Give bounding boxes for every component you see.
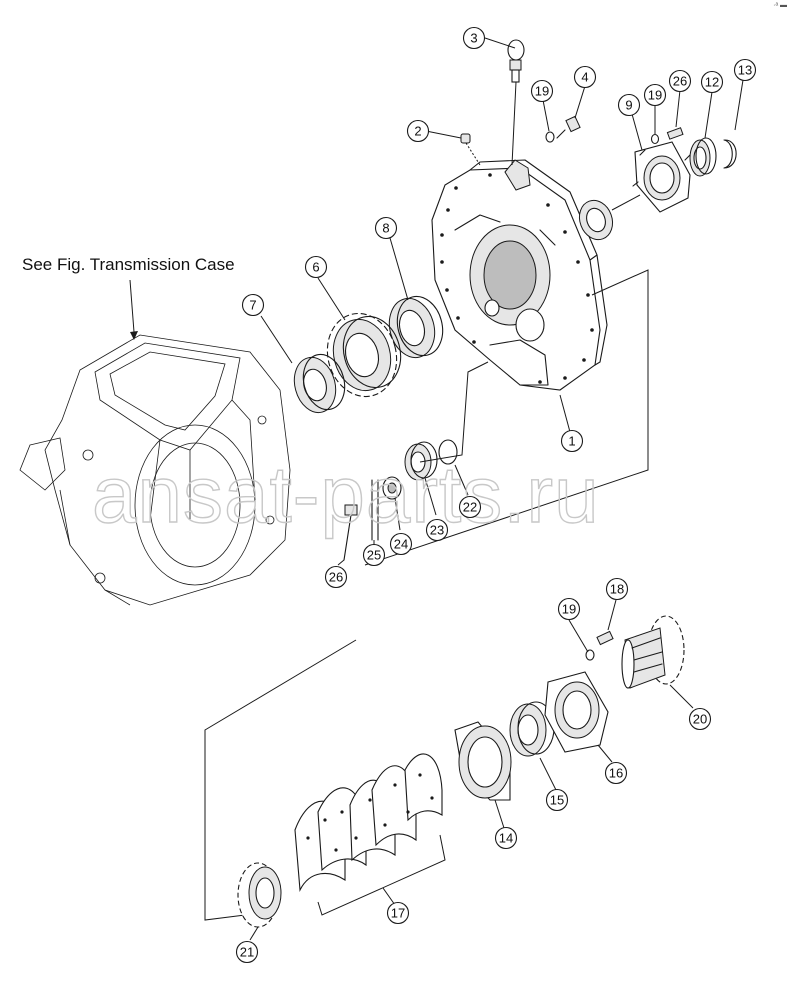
svg-text:19: 19 <box>648 88 662 103</box>
dowel-pin <box>460 133 481 166</box>
svg-text:16: 16 <box>609 766 623 781</box>
seal-retainer <box>578 194 641 241</box>
callout-14: 14 <box>494 826 518 850</box>
retainer-plate <box>544 671 609 753</box>
bolt-26-top <box>650 127 684 145</box>
svg-text:1: 1 <box>568 434 575 449</box>
callout-19-c: 19 <box>557 597 581 621</box>
svg-text:24: 24 <box>394 537 408 552</box>
svg-text:19: 19 <box>562 602 576 617</box>
callout-22: 22 <box>458 495 482 519</box>
svg-text:26: 26 <box>673 74 687 89</box>
svg-text:13: 13 <box>738 63 752 78</box>
bearing-housing <box>632 141 691 213</box>
svg-text:26: 26 <box>329 570 343 585</box>
callout-9: 9 <box>617 93 641 117</box>
svg-text:19: 19 <box>535 84 549 99</box>
bearing-7 <box>293 353 346 414</box>
callout-26-a: 26 <box>668 69 692 93</box>
nut-24 <box>382 476 402 500</box>
corner-mark: ·ᵃ ▬ <box>773 2 787 9</box>
piston-housing <box>454 721 512 801</box>
reference-leader <box>129 279 135 333</box>
svg-text:20: 20 <box>693 712 707 727</box>
callout-4: 4 <box>573 65 597 89</box>
assembly-leader-lower <box>204 639 357 921</box>
svg-text:23: 23 <box>430 523 444 538</box>
callout-1: 1 <box>560 429 584 453</box>
svg-text:9: 9 <box>625 98 632 113</box>
callout-24: 24 <box>389 532 413 556</box>
bearing-23 <box>404 441 438 481</box>
reference-label: See Fig. Transmission Case <box>22 255 235 274</box>
callout-13: 13 <box>733 58 757 82</box>
bearing-8 <box>388 295 444 359</box>
svg-text:2: 2 <box>414 124 421 139</box>
bolt-26-lower <box>343 504 358 561</box>
callout-16: 16 <box>604 761 628 785</box>
eye-bolt <box>507 39 525 166</box>
callout-23: 23 <box>425 518 449 542</box>
svg-text:25: 25 <box>367 548 381 563</box>
svg-text:18: 18 <box>610 582 624 597</box>
callout-19-b: 19 <box>643 83 667 107</box>
callout-26-b: 26 <box>324 565 348 589</box>
callout-6: 6 <box>304 255 328 279</box>
bolt-18 <box>585 630 614 661</box>
callout-21: 21 <box>235 940 259 964</box>
callout-20: 20 <box>688 707 712 731</box>
reference-arrowhead <box>130 331 138 340</box>
callout-8: 8 <box>374 216 398 240</box>
svg-text:14: 14 <box>499 831 513 846</box>
svg-text:21: 21 <box>240 945 254 960</box>
callout-15: 15 <box>545 788 569 812</box>
svg-text:7: 7 <box>249 298 256 313</box>
callout-12: 12 <box>700 70 724 94</box>
assembly-leader-upper <box>364 269 649 566</box>
callout-18: 18 <box>605 577 629 601</box>
svg-text:6: 6 <box>312 260 319 275</box>
svg-text:17: 17 <box>391 906 405 921</box>
callout-3: 3 <box>462 26 486 50</box>
callout-17: 17 <box>386 901 410 925</box>
svg-text:4: 4 <box>581 70 588 85</box>
gear-shaft-20 <box>621 615 685 689</box>
svg-text:22: 22 <box>463 500 477 515</box>
callout-25: 25 <box>362 543 386 567</box>
callout-leaders <box>249 37 744 941</box>
watermark: ansat-parts.ru <box>92 450 600 539</box>
gear-21 <box>237 862 282 928</box>
svg-text:8: 8 <box>382 221 389 236</box>
svg-text:15: 15 <box>550 793 564 808</box>
case-cover <box>431 159 608 391</box>
callout-7: 7 <box>241 293 265 317</box>
svg-text:12: 12 <box>705 75 719 90</box>
callout-19-a: 19 <box>530 79 554 103</box>
bearing-12 <box>689 137 717 177</box>
bolt-4 <box>545 115 581 143</box>
assembly-leader-shaft <box>419 361 489 463</box>
svg-text:3: 3 <box>470 31 477 46</box>
shim-22 <box>438 439 458 465</box>
callout-2: 2 <box>406 119 430 143</box>
stud-25 <box>371 479 379 541</box>
transmission-case <box>19 334 291 606</box>
friction-plate-set <box>294 753 446 916</box>
snap-ring-13 <box>723 139 737 169</box>
gear-6 <box>326 312 402 398</box>
